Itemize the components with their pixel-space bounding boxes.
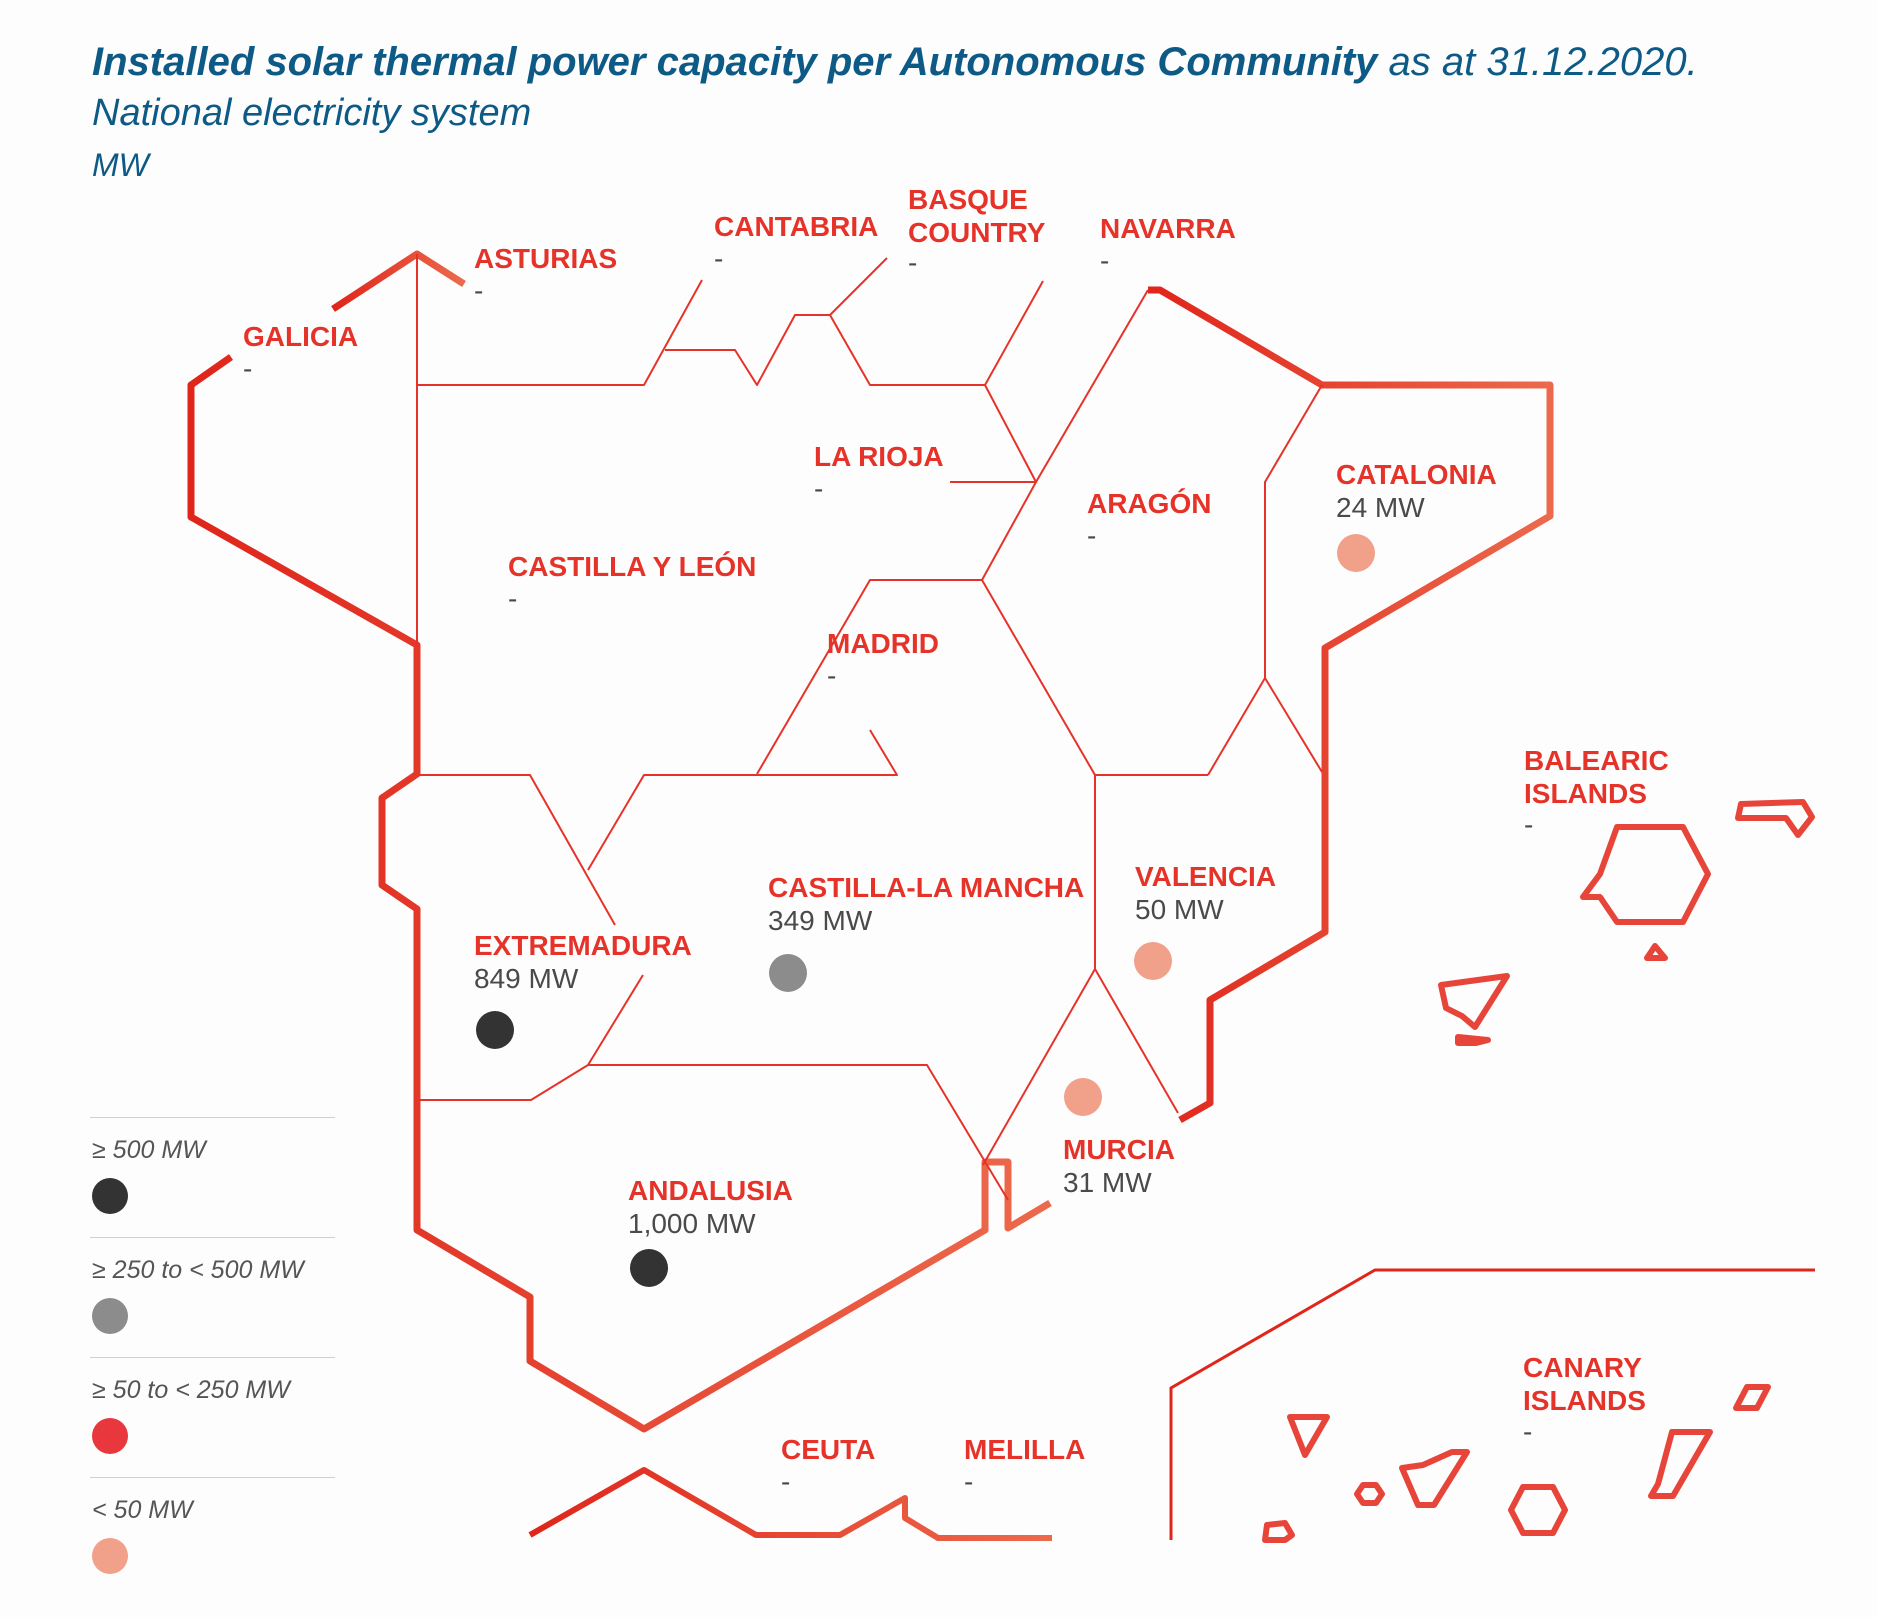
region-value: 31 MW (1063, 1167, 1152, 1198)
region-name: LA RIOJA (814, 441, 944, 472)
region-name: ANDALUSIA (628, 1175, 793, 1206)
marker-valencia (1134, 942, 1172, 980)
region-name: MADRID (827, 628, 939, 659)
legend-item: ≥ 50 to < 250 MW (90, 1357, 335, 1477)
region-melilla: MELILLA - (964, 1434, 1085, 1497)
region-name: GALICIA (243, 321, 358, 352)
region-value: 349 MW (768, 905, 873, 936)
region-value: - (1087, 520, 1096, 551)
africa-coast (528, 1467, 1052, 1541)
region-value: 24 MW (1336, 492, 1425, 523)
region-madrid: MADRID - (827, 628, 939, 691)
region-value: - (714, 243, 723, 274)
region-name: NAVARRA (1100, 213, 1236, 244)
region-galicia: GALICIA - (243, 321, 358, 384)
region-value: 50 MW (1135, 894, 1224, 925)
region-cantabria: CANTABRIA - (714, 211, 878, 274)
region-andalusia: ANDALUSIA 1,000 MW (628, 1175, 793, 1239)
legend-swatch (92, 1178, 128, 1214)
legend-item: < 50 MW (90, 1477, 335, 1597)
region-name: CASTILLA-LA MANCHA (768, 872, 1084, 903)
region-name-line2: ISLANDS (1524, 778, 1647, 809)
region-value: - (1100, 245, 1109, 276)
legend-swatch (92, 1298, 128, 1334)
region-value: - (827, 660, 836, 691)
balearic-islands (1438, 799, 1815, 1046)
region-name: MELILLA (964, 1434, 1085, 1465)
region-ceuta: CEUTA - (781, 1434, 875, 1497)
region-basque-country: BASQUE COUNTRY - (908, 184, 1046, 278)
marker-andalusia (630, 1249, 668, 1287)
canary-islands (1262, 1384, 1771, 1543)
region-value: 1,000 MW (628, 1208, 756, 1239)
region-catalonia: CATALONIA 24 MW (1336, 459, 1497, 523)
region-name-line2: COUNTRY (908, 217, 1046, 248)
region-name: CANTABRIA (714, 211, 878, 242)
region-la-rioja: LA RIOJA - (814, 441, 944, 504)
region-murcia: MURCIA 31 MW (1063, 1134, 1175, 1198)
region-balearic-islands: BALEARIC ISLANDS - (1524, 745, 1669, 840)
region-navarra: NAVARRA - (1100, 213, 1236, 276)
marker-extremadura (476, 1011, 514, 1049)
region-name: CATALONIA (1336, 459, 1497, 490)
map-unit: MW (92, 147, 149, 183)
region-value: - (781, 1466, 790, 1497)
title-block: Installed solar thermal power capacity p… (92, 36, 1698, 190)
region-aragon: ARAGÓN - (1087, 488, 1211, 551)
region-extremadura: EXTREMADURA 849 MW (474, 930, 692, 994)
region-name-line2: ISLANDS (1523, 1385, 1646, 1416)
region-value: - (243, 353, 252, 384)
canary-inset-frame (1169, 1268, 1815, 1540)
region-name: ARAGÓN (1087, 488, 1211, 519)
marker-castilla-la-mancha (769, 954, 807, 992)
region-valencia: VALENCIA 50 MW (1135, 861, 1276, 925)
region-castilla-y-leon: CASTILLA Y LEÓN - (508, 551, 756, 614)
map-title: Installed solar thermal power capacity p… (92, 36, 1698, 88)
region-value: - (814, 473, 823, 504)
region-name: BALEARIC (1524, 745, 1669, 776)
region-value: 849 MW (474, 963, 579, 994)
legend: ≥ 500 MW ≥ 250 to < 500 MW ≥ 50 to < 250… (90, 1117, 335, 1597)
peninsula-border (187, 250, 1554, 1433)
region-canary-islands: CANARY ISLANDS - (1523, 1352, 1646, 1447)
region-name: EXTREMADURA (474, 930, 692, 961)
region-name: BASQUE (908, 184, 1028, 215)
region-name: CASTILLA Y LEÓN (508, 551, 756, 582)
region-value: - (474, 275, 483, 306)
region-castilla-la-mancha: CASTILLA-LA MANCHA 349 MW (768, 872, 1084, 936)
title-bold: Installed solar thermal power capacity p… (92, 40, 1378, 84)
region-value: - (964, 1466, 973, 1497)
legend-swatch (92, 1418, 128, 1454)
internal-borders (416, 254, 1323, 1201)
marker-murcia (1064, 1078, 1102, 1116)
legend-label: ≥ 250 to < 500 MW (92, 1256, 304, 1284)
capacity-markers (476, 534, 1375, 1287)
legend-item: ≥ 500 MW (90, 1117, 335, 1237)
region-asturias: ASTURIAS - (474, 243, 617, 306)
legend-swatch (92, 1538, 128, 1574)
region-name: VALENCIA (1135, 861, 1276, 892)
legend-label: ≥ 500 MW (92, 1136, 206, 1164)
region-value: - (908, 247, 917, 278)
region-value: - (508, 583, 517, 614)
region-value: - (1524, 809, 1533, 840)
region-name: MURCIA (1063, 1134, 1175, 1165)
legend-item: ≥ 250 to < 500 MW (90, 1237, 335, 1357)
map-subtitle: National electricity system (92, 92, 532, 134)
title-date: as at 31.12.2020. (1377, 40, 1698, 84)
marker-catalonia (1337, 534, 1375, 572)
region-name: CANARY (1523, 1352, 1642, 1383)
region-labels: GALICIA - ASTURIAS - CANTABRIA - BASQUE … (243, 184, 1669, 1497)
region-name: CEUTA (781, 1434, 875, 1465)
region-name: ASTURIAS (474, 243, 617, 274)
region-value: - (1523, 1416, 1532, 1447)
legend-label: ≥ 50 to < 250 MW (92, 1376, 290, 1404)
legend-label: < 50 MW (92, 1496, 193, 1524)
